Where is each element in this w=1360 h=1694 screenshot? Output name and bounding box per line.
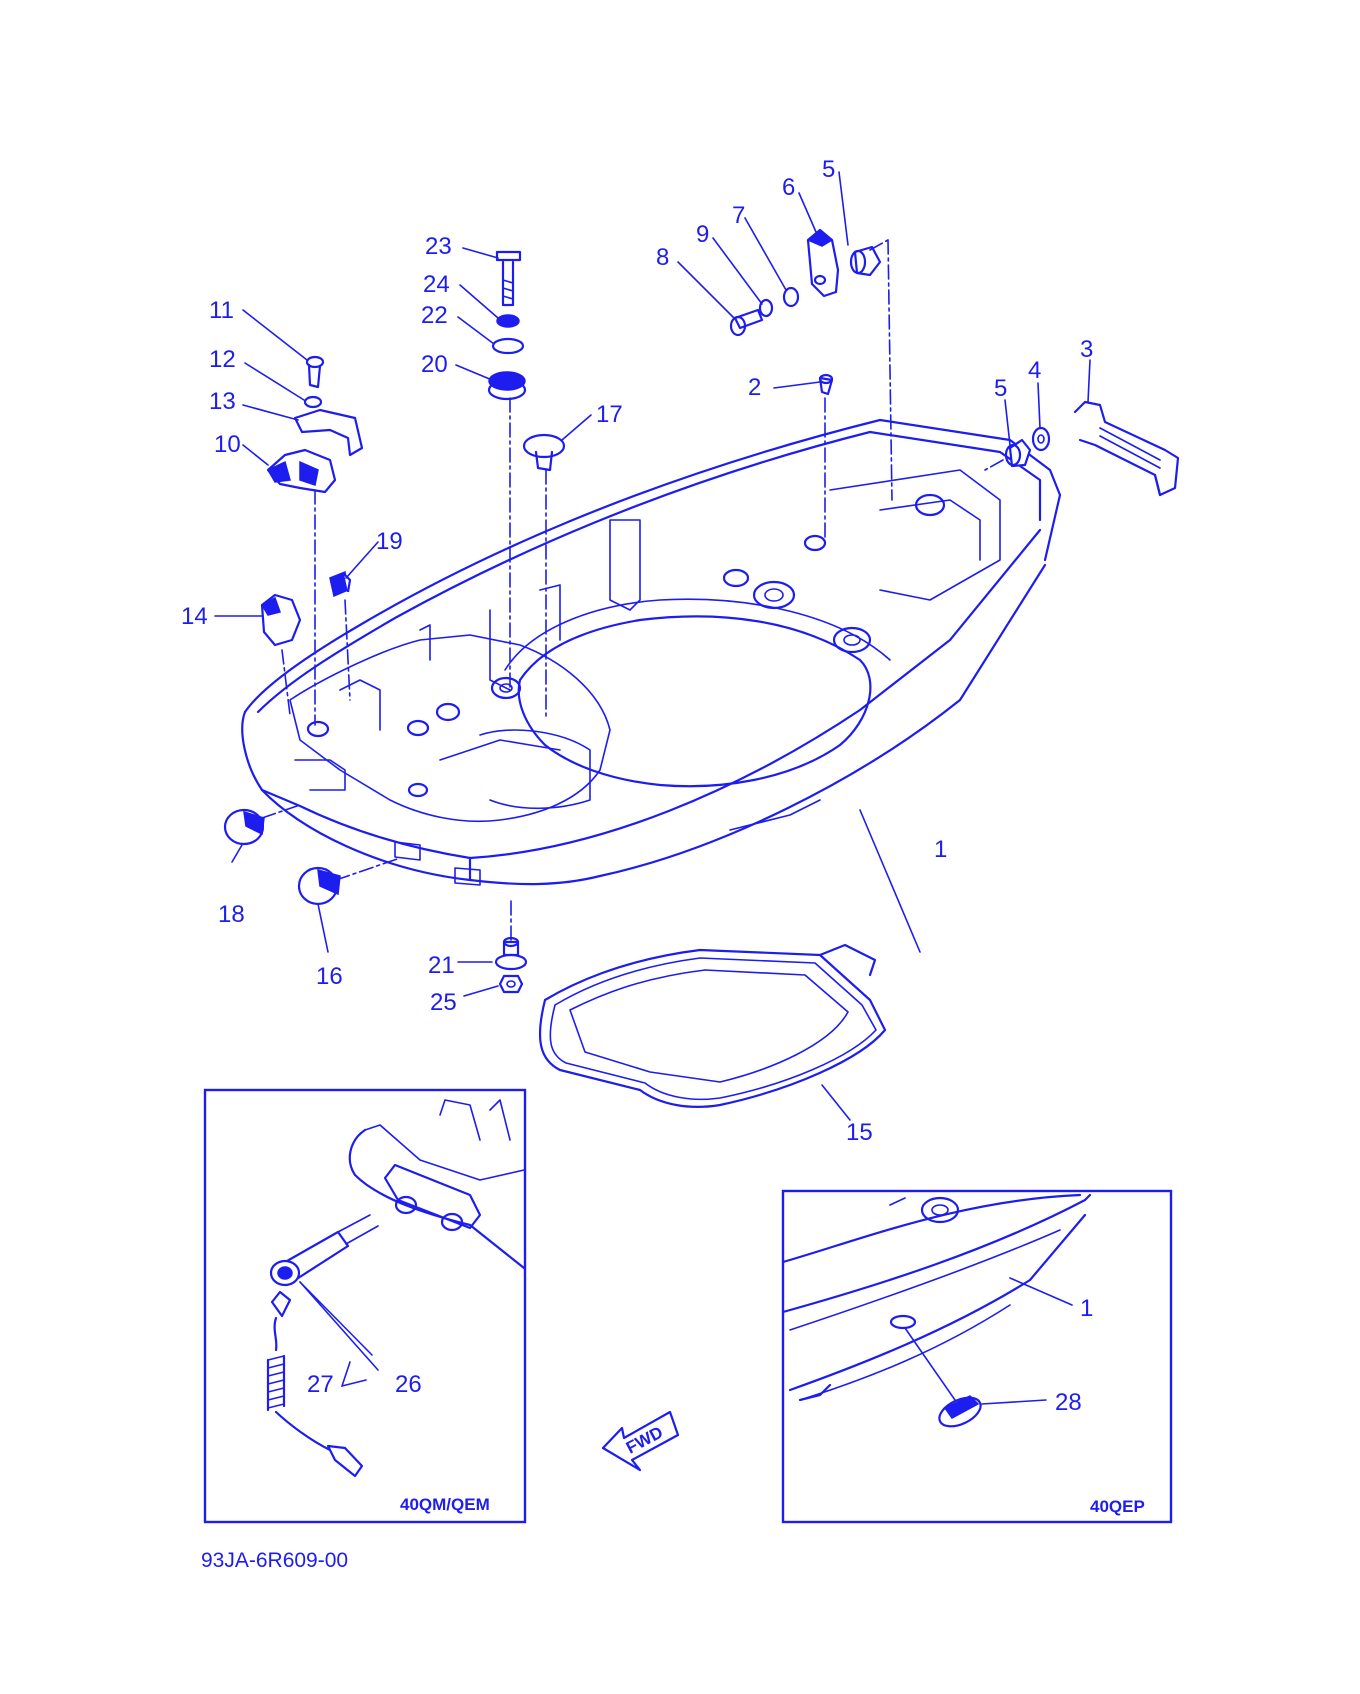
callout-22: 22 [421, 302, 448, 329]
inset-callout-1: 1 [1080, 1295, 1093, 1322]
callout-15: 15 [846, 1119, 873, 1146]
part-13-plate [293, 408, 364, 457]
callout-7: 7 [732, 202, 745, 229]
part-15-seal [538, 943, 887, 1108]
callout-3: 3 [1080, 336, 1093, 363]
callout-27: 27 [307, 1371, 334, 1398]
part-8-bolt [729, 308, 764, 337]
callout-13: 13 [209, 388, 236, 415]
callout-5-upper: 5 [822, 156, 835, 183]
part-12-washer [303, 395, 323, 409]
part-9-washer [758, 298, 774, 318]
part-3-lever [1073, 400, 1180, 497]
inset-right-model: 40QEP [1090, 1497, 1145, 1516]
callout-28: 28 [1055, 1389, 1082, 1416]
part-5-bushing-upper [849, 245, 882, 277]
part-2-pin [818, 373, 834, 396]
part-24-washer [496, 314, 520, 328]
callout-14: 14 [181, 603, 208, 630]
part-4-washer [1031, 426, 1051, 452]
part-11-bolt [305, 355, 325, 389]
forward-arrow-icon: FWD [601, 1410, 680, 1472]
callout-20: 20 [421, 351, 448, 378]
callout-24: 24 [423, 271, 450, 298]
callout-2: 2 [748, 374, 761, 401]
callout-23: 23 [425, 233, 452, 260]
part-5-bushing-lower [1004, 438, 1032, 468]
callout-26: 26 [395, 1371, 422, 1398]
part-14-cover [260, 593, 302, 647]
callout-8: 8 [656, 244, 669, 271]
part-17-grommet [522, 433, 566, 472]
part-18-plug [223, 808, 265, 846]
callout-12: 12 [209, 346, 236, 373]
part-6-bracket [806, 228, 840, 298]
part-21-bolt [494, 936, 528, 971]
leader-lines [214, 171, 1091, 1121]
callout-6: 6 [782, 174, 795, 201]
callout-5-lower: 5 [994, 375, 1007, 402]
inset-left-40qm-qem: 26 27 40QM/QEM [203, 1088, 527, 1524]
callout-1: 1 [934, 836, 947, 863]
callout-10: 10 [214, 431, 241, 458]
inset-left-model: 40QM/QEM [400, 1495, 490, 1514]
part-10-clamp [266, 448, 337, 494]
callout-16: 16 [316, 963, 343, 990]
callout-9: 9 [696, 221, 709, 248]
callout-17: 17 [596, 401, 623, 428]
callout-labels: 1 2 3 4 5 5 6 7 8 9 10 11 12 13 14 15 16… [181, 156, 1093, 1146]
part-25-nut [498, 974, 524, 994]
callout-18: 18 [218, 901, 245, 928]
inset-right-40qep: 1 28 40QEP [781, 1189, 1173, 1524]
part-19-clip [329, 570, 352, 598]
drawing-code: 93JA-6R609-00 [201, 1549, 348, 1572]
callout-19: 19 [376, 528, 403, 555]
callout-4: 4 [1028, 357, 1041, 384]
part-20-grommet [487, 371, 527, 401]
callout-11: 11 [209, 297, 234, 324]
bottom-cowling [241, 418, 1062, 886]
callout-25: 25 [430, 989, 457, 1016]
callout-21: 21 [428, 952, 455, 979]
part-22-washer [491, 337, 525, 355]
part-16-plug [297, 866, 341, 906]
part-7-washer [782, 286, 800, 308]
part-23-bolt [495, 250, 522, 307]
